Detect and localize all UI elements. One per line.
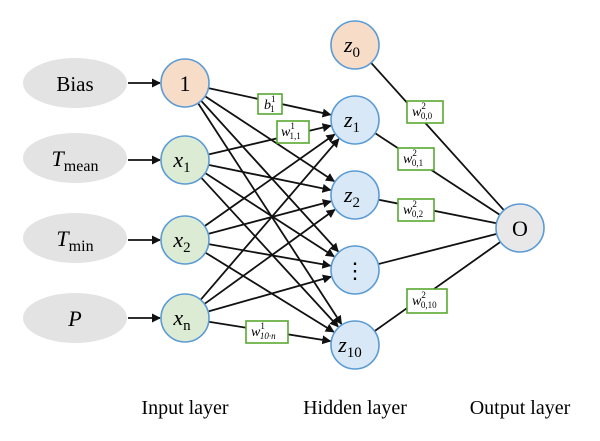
input-label-tmean: T: [52, 146, 66, 171]
edge-hidden-2-output: [378, 198, 497, 225]
input-node-sub-x1: 1: [183, 160, 191, 176]
svg-text:b11: b11: [264, 94, 275, 114]
svg-text:z1: z1: [343, 107, 360, 136]
hidden-node-sub-z2: 2: [353, 195, 361, 211]
hidden-node-label-dots: ⋮: [344, 258, 366, 283]
hidden-node-z2: z2: [330, 170, 380, 220]
input-node-label-x2: x: [172, 227, 183, 252]
svg-text:O: O: [512, 216, 528, 241]
input-oval-tmean: Tmean: [23, 133, 127, 183]
hidden-node-z10: z10: [330, 320, 380, 370]
svg-text:⋮: ⋮: [344, 258, 366, 283]
input-node-sub-x2: 2: [183, 240, 191, 256]
input-node-label-one: 1: [180, 71, 191, 96]
svg-text:P: P: [67, 306, 81, 331]
layer-label-hidden: Hidden layer: [303, 397, 407, 419]
edge-input-3-hidden-1: [203, 208, 336, 305]
hidden-node-sub-z10: 10: [347, 345, 362, 361]
edge-input-0-hidden-3: [197, 102, 343, 325]
input-sub-tmin: min: [69, 238, 94, 255]
svg-text:x1: x1: [172, 147, 190, 176]
edge-hidden-0-output: [370, 62, 505, 211]
input-label-tmin: T: [56, 226, 70, 251]
hidden-node-label-z10: z: [337, 332, 347, 357]
layer-label-input: Input layer: [141, 397, 229, 419]
hidden-node-z1: z1: [330, 95, 380, 145]
edge-input-1-hidden-3: [200, 177, 339, 328]
output-node: O: [495, 203, 545, 253]
hidden-node-sub-z0: 0: [353, 45, 361, 61]
svg-text:w11,1: w11,1: [281, 121, 301, 141]
hidden-node-sub-z1: 1: [353, 120, 361, 136]
edge-input-2-hidden-2: [208, 243, 332, 269]
hidden-node-z0: z0: [330, 20, 380, 70]
output-node-label: O: [512, 216, 528, 241]
input-node-x1: x1: [160, 135, 210, 185]
svg-text:w20,0: w20,0: [412, 101, 433, 121]
input-oval-p: P: [23, 293, 127, 343]
layer-label-output: Output layer: [470, 397, 571, 419]
edge-input-1-hidden-2: [204, 172, 335, 258]
input-oval-bias: Bias: [23, 58, 127, 108]
edge-hidden-4-output: [374, 241, 501, 332]
svg-text:1: 1: [180, 71, 191, 96]
edge-input-3-hidden-2: [207, 274, 332, 313]
svg-text:Tmin: Tmin: [56, 226, 93, 255]
edge-input-3-hidden-0: [199, 138, 340, 301]
edge-hidden-1-output: [374, 132, 501, 216]
svg-text:w20,1: w20,1: [403, 148, 423, 168]
edge-input-0-hidden-2: [200, 100, 339, 253]
svg-text:z0: z0: [343, 32, 360, 61]
hidden-node-label-z1: z: [343, 107, 353, 132]
input-node-sub-xn: n: [183, 318, 191, 334]
svg-text:w20,10: w20,10: [412, 290, 437, 310]
input-sub-tmean: mean: [64, 158, 99, 175]
svg-text:z10: z10: [337, 332, 362, 361]
edge-input-2-hidden-3: [204, 251, 335, 333]
input-node-one: 1: [160, 58, 210, 108]
input-node-xn: xn: [160, 293, 210, 343]
svg-text:Bias: Bias: [56, 72, 93, 96]
hidden-node-label-z2: z: [343, 182, 353, 207]
input-oval-tmin: Tmin: [23, 213, 127, 263]
input-to-hidden-edges: [197, 87, 343, 345]
input-label-bias: Bias: [56, 72, 93, 96]
edge-input-1-hidden-1: [208, 163, 332, 193]
svg-text:z2: z2: [343, 182, 360, 211]
edge-input-0-hidden-1: [204, 95, 335, 182]
svg-text:w20,2: w20,2: [403, 199, 423, 219]
svg-text:x2: x2: [172, 227, 190, 256]
hidden-node-label-z0: z: [343, 32, 353, 57]
input-arrows: [128, 78, 161, 323]
svg-text:xn: xn: [172, 305, 191, 334]
input-node-x2: x2: [160, 215, 210, 265]
edge-input-1-hidden-0: [208, 123, 332, 156]
input-node-label-xn: x: [172, 305, 183, 330]
edge-hidden-3-output: [378, 233, 497, 265]
edge-input-2-hidden-0: [204, 133, 336, 227]
hidden-node-dots: ⋮: [330, 245, 380, 295]
svg-text:Tmean: Tmean: [52, 146, 99, 175]
input-label-p: P: [67, 306, 81, 331]
edge-input-2-hidden-1: [207, 199, 332, 235]
input-node-label-x1: x: [172, 147, 183, 172]
